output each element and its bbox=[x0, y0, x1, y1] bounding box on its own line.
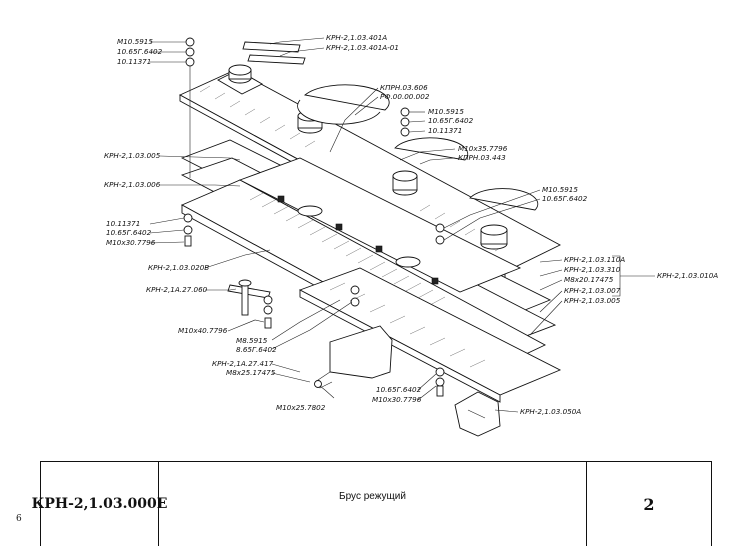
bottom-plate bbox=[298, 267, 562, 403]
label-10-65g-left: 10.65Г.6402 bbox=[106, 228, 152, 237]
label-m10x30-left: М10х30.7796 bbox=[106, 238, 156, 247]
label-m10x30-bottom: М10х30.7796 bbox=[372, 395, 422, 404]
label-8-65g: 8.65Г.6402 bbox=[236, 345, 277, 354]
label-krn-401a01: КРН-2,1.03.401А-01 bbox=[326, 43, 399, 52]
drawing-code: КРН-2,1.03.000Е bbox=[32, 462, 167, 546]
shim-strips bbox=[242, 41, 306, 65]
label-krn-005-right: КРН-2,1.03.005 bbox=[564, 296, 621, 305]
half-disc-plates bbox=[297, 84, 539, 211]
support-bracket bbox=[317, 325, 393, 389]
label-krn-005-top: КРН-2,1.03.005 bbox=[104, 151, 161, 160]
frame-plate bbox=[238, 157, 522, 293]
label-krn-007: КРН-2,1.03.007 bbox=[564, 286, 621, 295]
exploded-assembly-drawing: М10.5915 10.65Г.6402 10.11371 КРН-2,1.03… bbox=[104, 33, 718, 437]
housing-3 bbox=[392, 170, 418, 196]
label-m10-5915-right: М10.5915 bbox=[542, 185, 578, 194]
label-10-65g-mid: 10.65Г.6402 bbox=[428, 116, 474, 125]
leader-lines bbox=[149, 37, 655, 413]
housing-4 bbox=[480, 224, 508, 250]
label-kprn-443: КПРН.03.443 bbox=[458, 153, 506, 162]
label-m8-5915: М8.5915 bbox=[236, 336, 268, 345]
sheet-number: 6 bbox=[16, 514, 22, 524]
label-m10x35: М10х35.7796 bbox=[458, 144, 508, 153]
label-m8x25: М8х25.17475 bbox=[226, 368, 276, 377]
label-10-11371-mid: 10.11371 bbox=[428, 126, 462, 135]
label-krn-006: КРН-2,1.03.006 bbox=[104, 180, 161, 189]
label-m10x40: М10х40.7796 bbox=[178, 326, 228, 335]
fasteners bbox=[183, 37, 445, 397]
label-krn-050a: КРН-2,1.03.050А bbox=[520, 407, 581, 416]
part-labels: М10.5915 10.65Г.6402 10.11371 КРН-2,1.03… bbox=[104, 33, 718, 416]
label-krn-110a: КРН-2,1.03.110А bbox=[564, 255, 625, 264]
label-krn-010a: КРН-2,1.03.010А bbox=[657, 271, 718, 280]
label-krn-060: КРН-2,1А.27.060 bbox=[146, 285, 208, 294]
housing-1 bbox=[217, 64, 263, 95]
label-10-65g-right: 10.65Г.6402 bbox=[542, 194, 588, 203]
label-10-11371-top: 10.11371 bbox=[117, 57, 151, 66]
label-10-11371-left: 10.11371 bbox=[106, 219, 140, 228]
label-10-65g-top: 10.65Г.6402 bbox=[117, 47, 163, 56]
label-m10-5915-mid: М10.5915 bbox=[428, 107, 464, 116]
label-krn-417: КРН-2,1А.27.417 bbox=[212, 359, 274, 368]
label-10-65g-bottom: 10.65Г.6402 bbox=[376, 385, 422, 394]
label-krn-401a: КРН-2,1.03.401А bbox=[326, 33, 387, 42]
bottom-bracket bbox=[454, 391, 501, 437]
label-m8x20: М8х20.17475 bbox=[564, 275, 614, 284]
page-number: 2 bbox=[643, 494, 655, 514]
label-krn-310: КРН-2,1.03.310 bbox=[564, 265, 621, 274]
drawing-name: Брус режущий bbox=[159, 462, 587, 546]
label-m10x25: М10х25.7802 bbox=[276, 403, 326, 412]
label-m10-5915-top: М10.5915 bbox=[117, 37, 153, 46]
lever bbox=[227, 279, 271, 316]
title-block: КРН-2,1.03.000Е Брус режущий 2 bbox=[32, 461, 712, 546]
label-krn-020b: КРН-2,1.03.020В bbox=[148, 263, 209, 272]
label-rf-002: РФ.00.00.002 bbox=[380, 92, 430, 101]
label-kprn-606: КПРН.03.606 bbox=[380, 83, 428, 92]
